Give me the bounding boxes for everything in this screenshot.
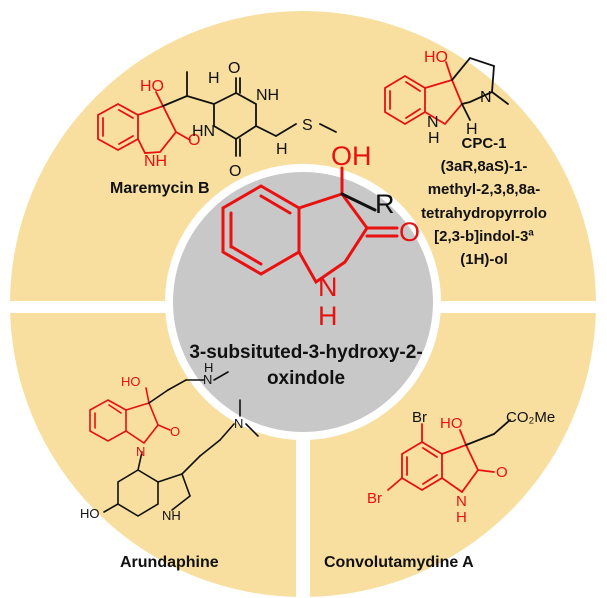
maremycin-o-ring: O bbox=[188, 132, 200, 149]
arundaphine-ho-bottom: HO bbox=[80, 506, 100, 521]
arundaphine-n-dimethyl: N bbox=[234, 416, 243, 431]
convolutamydine-h: H bbox=[456, 509, 467, 526]
cpc1-name: CPC-1 (3aR,8aS)-1- methyl-2,3,8,8a- tetr… bbox=[421, 135, 547, 268]
convolutamydine-a-structure bbox=[387, 419, 511, 494]
center-atom-o: O bbox=[399, 217, 420, 247]
center-five-ring bbox=[297, 192, 369, 285]
arundaphine-nh: NH bbox=[162, 508, 181, 523]
maremycin-h-bottom: H bbox=[276, 141, 288, 158]
maremycin-o-bottom: O bbox=[229, 163, 241, 180]
center-label-line2: oxindole bbox=[267, 368, 345, 389]
maremycin-b-name: Maremycin B bbox=[110, 180, 210, 197]
maremycin-o-top: O bbox=[228, 60, 240, 77]
arundaphine-structure bbox=[89, 371, 259, 517]
cpc1-name-line: tetrahydropyrrolo bbox=[421, 205, 547, 222]
arundaphine-name: Arundaphine bbox=[120, 554, 219, 571]
cpc1-name-line: (3aR,8aS)-1- bbox=[441, 158, 528, 175]
outer-ring bbox=[10, 11, 596, 598]
arundaphine-h-top: H bbox=[204, 360, 213, 375]
center-atom-n: N bbox=[318, 272, 338, 302]
maremycin-b-structure bbox=[97, 71, 337, 157]
center-atom-oh: OH bbox=[331, 141, 372, 171]
cpc1-n-methyl: N bbox=[480, 89, 492, 106]
arundaphine-ho-top: HO bbox=[121, 374, 141, 389]
cpc1-structure bbox=[384, 56, 509, 126]
cpc1-name-line: (1H)-ol bbox=[460, 251, 508, 268]
convolutamydine-co2me: CO₂Me bbox=[506, 409, 555, 426]
maremycin-ho: HO bbox=[140, 78, 164, 95]
maremycin-h-top: H bbox=[208, 70, 220, 87]
maremycin-nh-ring: NH bbox=[144, 153, 167, 170]
cpc1-name-line: CPC-1 bbox=[461, 135, 506, 152]
cpc1-h-ring: H bbox=[466, 121, 478, 138]
cpc1-n: N bbox=[427, 114, 439, 131]
center-atom-r: R bbox=[375, 189, 395, 219]
center-label-line1: 3-subsituted-3-hydroxy-2- bbox=[189, 342, 422, 363]
arundaphine-n: N bbox=[136, 444, 145, 459]
convolutamydine-o: O bbox=[496, 464, 508, 481]
convolutamydine-ho: HO bbox=[440, 415, 463, 432]
convolutamydine-br-bottom: Br bbox=[367, 490, 382, 507]
cpc1-name-line: [2,3-b]indol-3ª bbox=[434, 228, 534, 245]
center-atom-h: H bbox=[318, 301, 338, 331]
ring-top-half bbox=[10, 11, 596, 301]
convolutamydine-br-top: Br bbox=[412, 409, 427, 426]
convolutamydine-n: N bbox=[456, 493, 467, 510]
convolutamydine-a-name: Convolutamydine A bbox=[324, 554, 474, 571]
arundaphine-o: O bbox=[170, 424, 180, 439]
central-scaffold bbox=[221, 166, 399, 285]
maremycin-s: S bbox=[302, 117, 313, 134]
cpc1-ho: HO bbox=[424, 49, 448, 66]
cpc1-name-line: methyl-2,3,8,8a- bbox=[428, 181, 541, 198]
arundaphine-n-top: N bbox=[203, 372, 212, 387]
maremycin-nh-top: NH bbox=[256, 87, 279, 104]
maremycin-hn-bottom: HN bbox=[192, 123, 215, 140]
cpc1-h: H bbox=[428, 130, 440, 147]
